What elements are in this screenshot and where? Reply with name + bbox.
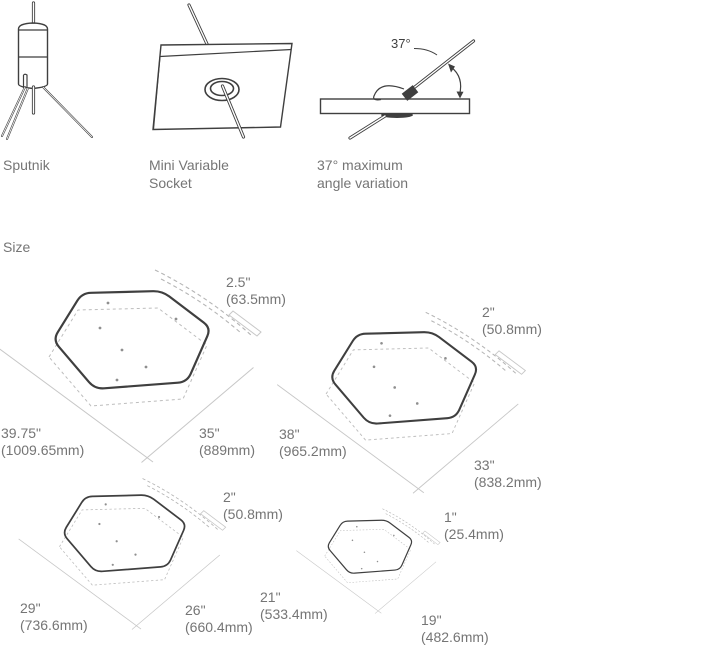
panel-3-thickness-mm: (50.8mm) [223,506,283,522]
panel-2-width-in: 38" [279,426,300,442]
panel-4-thickness-mm: (25.4mm) [444,526,504,542]
mini-variable-socket-caption-line2: Socket [149,175,192,191]
panel-2-thickness-mm: (50.8mm) [482,321,542,337]
panel-1-width-label: 39.75" (1009.65mm) [1,425,84,459]
panel-4-depth-in: 19" [421,612,442,628]
panel-2-depth-mm: (838.2mm) [474,474,542,490]
panel-2-width-label: 38" (965.2mm) [279,426,347,460]
panel-1-depth-label: 35" (889mm) [199,425,255,459]
panel-2-depth-label: 33" (838.2mm) [474,457,542,491]
panel-1-thickness-label: 2.5" (63.5mm) [226,274,286,308]
panel-3-width-in: 29" [20,600,41,616]
panel-3-thickness-label: 2" (50.8mm) [223,489,283,523]
panel-4-thickness-label: 1" (25.4mm) [444,509,504,543]
panel-3-width-mm: (736.6mm) [20,617,88,633]
sputnik-figure [1,1,93,140]
mini-variable-socket-figure [152,3,293,139]
angle-variation-figure [319,39,476,140]
panel-2-depth-in: 33" [474,457,495,473]
panel-3-width-label: 29" (736.6mm) [20,600,88,634]
panel-3-thickness-in: 2" [223,489,236,505]
mini-variable-socket-caption-line1: Mini Variable [149,157,229,173]
panel-4-thickness-in: 1" [444,509,457,525]
angle-value-callout: 37° [391,36,411,51]
panel-1-depth-mm: (889mm) [199,442,256,458]
panel-4-depth-mm: (482.6mm) [421,629,489,645]
panel-4-width-mm: (533.4mm) [260,606,328,622]
panel-1-depth-in: 35" [199,425,220,441]
sputnik-caption: Sputnik [3,157,50,173]
angle-variation-caption-line1: 37° maximum [317,157,403,173]
size-section-heading: Size [3,239,31,255]
panel-2-thickness-in: 2" [482,304,495,320]
angle-variation-caption-line2: angle variation [317,175,409,191]
panel-1-width-in: 39.75" [1,425,42,441]
panel-4-depth-label: 19" (482.6mm) [421,612,489,646]
panel-4-width-label: 21" (533.4mm) [260,589,328,623]
panel-3-depth-mm: (660.4mm) [185,619,253,635]
panel-1-width-mm: (1009.65mm) [1,442,85,458]
panel-3-depth-in: 26" [185,602,206,618]
panel-1-thickness-mm: (63.5mm) [226,291,286,307]
panel-4-width-in: 21" [260,589,281,605]
panel-2-thickness-label: 2" (50.8mm) [482,304,542,338]
angle-variation-caption: 37° maximum angle variation [317,156,408,192]
panel-1-thickness-in: 2.5" [226,274,251,290]
mini-variable-socket-caption: Mini Variable Socket [149,156,229,192]
panel-2-width-mm: (965.2mm) [279,443,347,459]
panel-3-depth-label: 26" (660.4mm) [185,602,253,636]
